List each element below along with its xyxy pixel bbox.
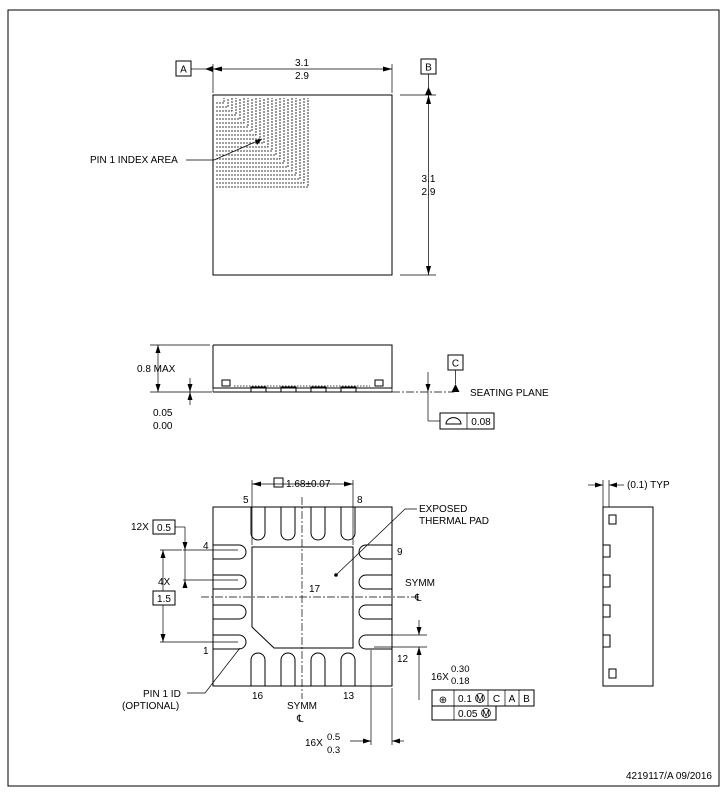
lead-pad — [358, 604, 392, 620]
lead-pad — [213, 574, 247, 590]
exposed-label-1: EXPOSED — [419, 504, 467, 515]
centerline-symbol-right: ℄ — [414, 593, 422, 604]
lead-pad — [358, 544, 392, 560]
datum-b-label: B — [425, 63, 432, 74]
side-view: 0.8 MAX 0.05 0.00 C SEATING PLANE 0.08 — [137, 344, 549, 432]
pin-number-8: 8 — [357, 495, 363, 506]
lead-pad — [340, 507, 356, 541]
standoff-min: 0.00 — [153, 421, 173, 432]
fcf-mmc-2: M — [482, 709, 490, 720]
pin1-id-label: PIN 1 ID — [143, 689, 181, 700]
symm-label-bottom: SYMM — [287, 701, 317, 712]
lead-pad — [280, 507, 296, 541]
pitch-count: 12X — [131, 522, 149, 533]
side-max-height: 0.8 MAX — [137, 364, 176, 375]
pin-number-17: 17 — [309, 584, 321, 595]
lead-width-count: 16X — [431, 672, 449, 683]
lead-length-count: 16X — [305, 738, 323, 749]
edge-view: (0.1) TYP — [588, 480, 670, 687]
package-body-top — [212, 94, 393, 276]
top-height-min: 2.9 — [422, 187, 436, 198]
lead-pad — [358, 574, 392, 590]
pin-number-13: 13 — [343, 691, 355, 702]
fcf-datum-c: C — [493, 694, 500, 705]
datum-a-label: A — [180, 65, 187, 76]
lead-pad — [213, 604, 247, 620]
drawing-frame — [7, 9, 720, 787]
lead-pad — [250, 652, 266, 686]
top-width-min: 2.9 — [295, 71, 309, 82]
pin-number-9: 9 — [397, 547, 403, 558]
flatness-value: 0.08 — [471, 417, 491, 428]
standoff-max: 0.05 — [153, 408, 173, 419]
lead-pad — [358, 634, 392, 650]
fcf-mmc-1: M — [476, 694, 484, 705]
centerline-symbol-bottom: ℄ — [296, 714, 304, 725]
fcf-datum-a: A — [509, 694, 516, 705]
pin1-index-hatch — [216, 98, 309, 188]
pin-number-5: 5 — [243, 495, 249, 506]
lead-pad — [213, 544, 247, 560]
typ-label: (0.1) TYP — [627, 480, 670, 491]
lead-length-min: 0.3 — [327, 745, 340, 756]
lead-pad — [280, 652, 296, 686]
top-view: A 3.1 2.9 B 3.1 2.9 PIN 1 INDEX AREA — [90, 58, 437, 276]
pin-number-12: 12 — [397, 654, 409, 665]
symm-label-right: SYMM — [405, 578, 435, 589]
lead-pad — [340, 652, 356, 686]
lead-width-max: 0.30 — [451, 664, 470, 675]
doc-number: 4219117/A 09/2016 — [626, 771, 712, 782]
exposed-label-2: THERMAL PAD — [419, 516, 489, 527]
top-width-max: 3.1 — [295, 58, 309, 69]
span-count: 4X — [158, 577, 171, 588]
pin1-index-area-label: PIN 1 INDEX AREA — [90, 155, 178, 166]
bottom-view: 1.68±0.07 5 8 4 1 9 12 16 13 17 EXPOSED … — [122, 477, 535, 756]
pin-number-4: 4 — [203, 541, 209, 552]
pin-number-1: 1 — [203, 646, 209, 657]
fcf-tol-2: 0.05 — [458, 709, 478, 720]
pad-size: 1.68±0.07 — [286, 479, 331, 490]
pin-number-16: 16 — [252, 691, 264, 702]
lead-pad — [310, 507, 326, 541]
package-body-edge — [602, 506, 654, 687]
span-value: 1.5 — [157, 594, 171, 605]
datum-c-label: C — [452, 359, 459, 370]
pin1-id-optional: (OPTIONAL) — [122, 701, 179, 712]
position-symbol: ⊕ — [439, 695, 447, 706]
seating-plane-label: SEATING PLANE — [470, 388, 549, 399]
lead-width-min: 0.18 — [451, 676, 470, 687]
exposed-thermal-pad — [251, 546, 354, 649]
datum-a-box — [175, 60, 192, 77]
surface-profile-icon — [445, 417, 462, 425]
pitch-value: 0.5 — [157, 523, 171, 534]
lead-length-max: 0.5 — [327, 732, 340, 743]
lead-pad — [250, 507, 266, 541]
fcf-datum-b: B — [523, 694, 530, 705]
package-body-side — [212, 344, 393, 389]
lead-pad — [310, 652, 326, 686]
top-height-max: 3.1 — [422, 174, 436, 185]
fcf-tol-1: 0.1 — [458, 694, 472, 705]
package-body-bottom — [212, 506, 393, 687]
